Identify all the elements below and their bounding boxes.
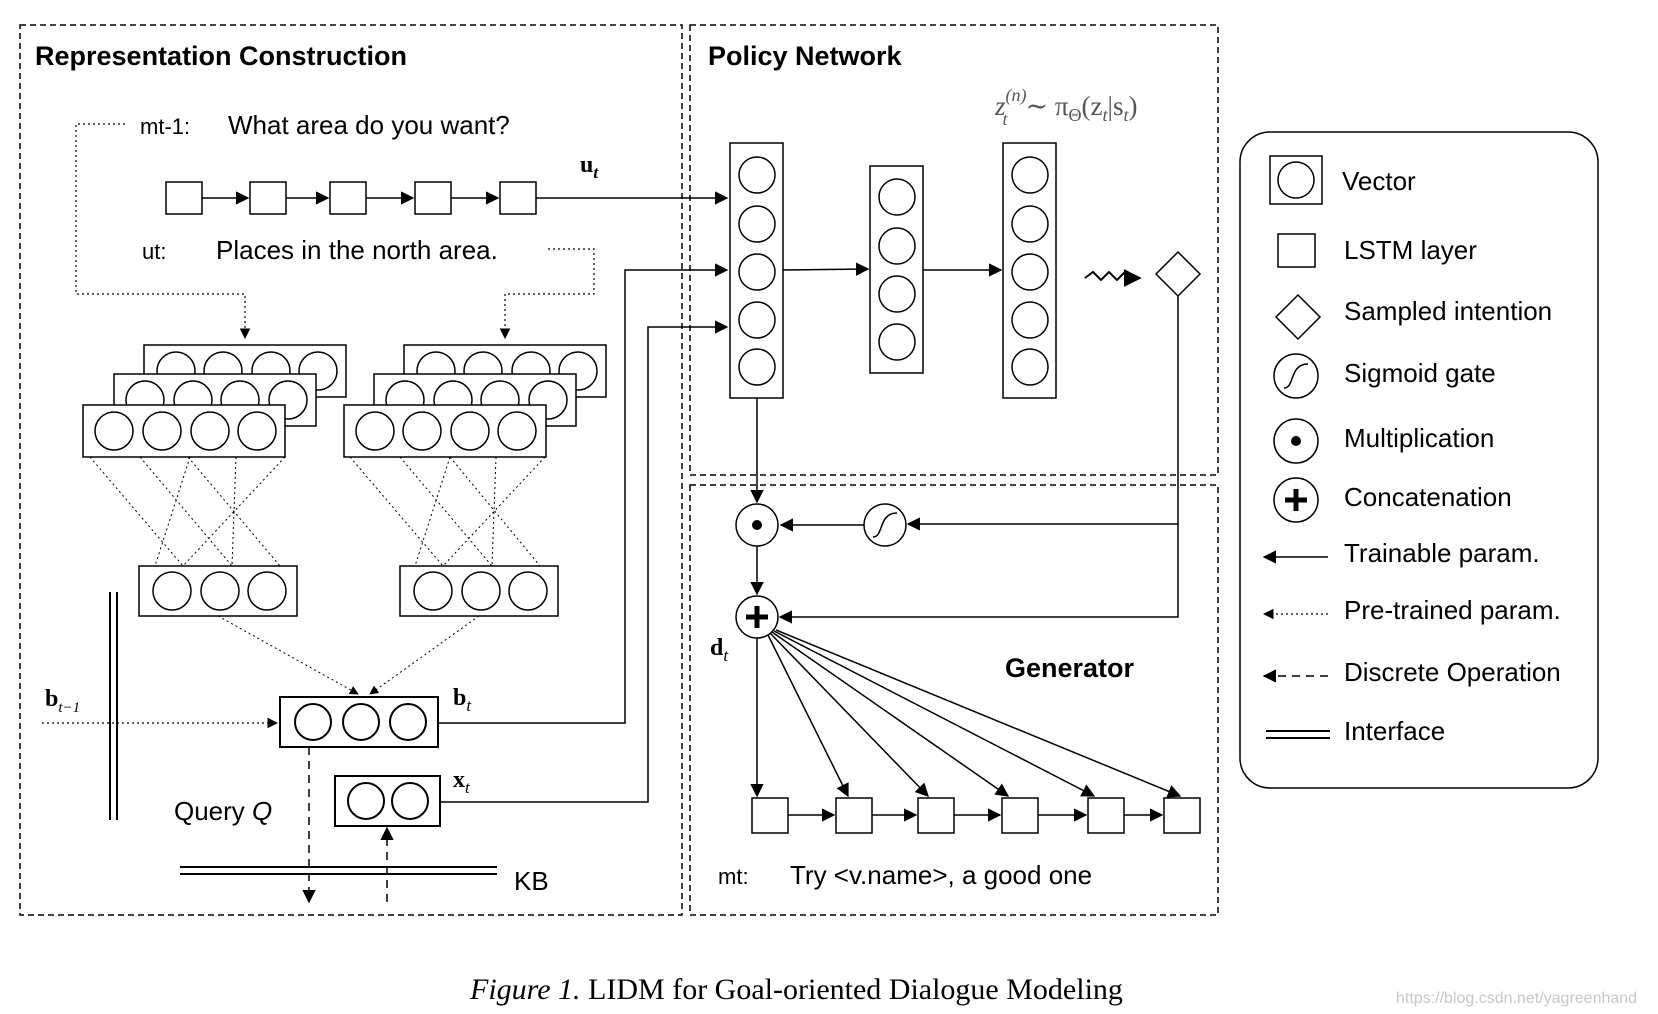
ut-text: Places in the north area. bbox=[216, 235, 498, 265]
left-to-bt-link bbox=[217, 615, 359, 695]
left-pooled-vector bbox=[138, 565, 298, 617]
legend-pretrained-label: Pre-trained param. bbox=[1344, 595, 1561, 625]
legend-multiplication-icon bbox=[1273, 418, 1319, 464]
bt-math-label: bt bbox=[453, 685, 472, 715]
legend-vector-label: Vector bbox=[1342, 166, 1416, 196]
concatenation-node bbox=[735, 595, 779, 639]
ut-prefix: ut: bbox=[142, 239, 166, 264]
generator-lstm-chain bbox=[751, 797, 1201, 834]
legend-interface-icon bbox=[1266, 730, 1330, 739]
legend-concatenation-label: Concatenation bbox=[1344, 482, 1512, 512]
pooling-connections bbox=[89, 456, 546, 567]
xt-math-label: xt bbox=[453, 767, 471, 797]
policy-title: Policy Network bbox=[708, 41, 903, 71]
kb-interface bbox=[180, 866, 497, 875]
mt-text: Try <v.name>, a good one bbox=[790, 860, 1092, 890]
representation-title: Representation Construction bbox=[35, 41, 407, 71]
multiplication-node bbox=[735, 503, 779, 547]
left-feature-maps bbox=[82, 344, 347, 458]
representation-panel bbox=[19, 24, 683, 916]
figure-caption: Figure 1. LIDM for Goal-oriented Dialogu… bbox=[469, 973, 1123, 1006]
legend-concatenation-icon bbox=[1273, 477, 1319, 523]
mt1-prefix: mt-1: bbox=[140, 114, 190, 139]
legend-sigmoid-gate-label: Sigmoid gate bbox=[1344, 358, 1496, 388]
right-pooled-vector bbox=[399, 565, 559, 617]
mt-prefix: mt: bbox=[718, 864, 749, 889]
sampling-squiggle-arrow bbox=[1084, 269, 1142, 287]
intention-to-concat bbox=[778, 524, 1179, 624]
right-to-bt-link bbox=[369, 615, 480, 695]
generator-title: Generator bbox=[1005, 653, 1135, 683]
sigmoid-gate-node bbox=[863, 503, 907, 547]
policy-input-layer bbox=[729, 142, 784, 399]
legend-vector-icon bbox=[1269, 155, 1323, 205]
legend-sigmoid-gate-icon bbox=[1273, 353, 1319, 399]
legend-trainable-label: Trainable param. bbox=[1344, 538, 1540, 568]
policy-output-layer bbox=[1002, 142, 1057, 399]
sampled-intention-node bbox=[1154, 250, 1202, 298]
dt-math-label: dt bbox=[710, 635, 729, 665]
mt1-text: What area do you want? bbox=[228, 110, 510, 140]
belief-tracker-interface bbox=[109, 592, 118, 820]
right-feature-maps bbox=[343, 344, 607, 458]
sampling-formula: z(n)t∼ πΘ(zt|st) bbox=[994, 85, 1137, 129]
bt-to-policy bbox=[438, 263, 729, 724]
legend-sampled-intention-icon bbox=[1274, 293, 1322, 341]
dt-fanout bbox=[750, 629, 1182, 798]
watermark: https://blog.csdn.net/yagreenhand bbox=[1396, 990, 1637, 1007]
kb-label: KB bbox=[514, 866, 549, 896]
belief-vector bbox=[279, 696, 439, 748]
policy-panel bbox=[689, 24, 1219, 476]
legend-lstm-icon bbox=[1277, 233, 1316, 268]
kb-result-vector bbox=[334, 775, 441, 827]
b-prev-label: bt−1 bbox=[45, 686, 80, 716]
legend-sampled-intention-label: Sampled intention bbox=[1344, 296, 1552, 326]
policy-hidden-layer bbox=[869, 165, 924, 374]
legend-lstm-label: LSTM layer bbox=[1344, 235, 1477, 265]
ut-dotted-link bbox=[499, 248, 595, 340]
legend-discrete-label: Discrete Operation bbox=[1344, 657, 1561, 687]
ut-math-label: ut bbox=[580, 152, 599, 182]
legend-interface-label: Interface bbox=[1344, 716, 1445, 746]
xt-to-policy bbox=[440, 320, 729, 803]
query-label: Query Q bbox=[174, 796, 272, 826]
legend-multiplication-label: Multiplication bbox=[1344, 423, 1494, 453]
mt1-dotted-link bbox=[75, 123, 251, 340]
legend-box bbox=[1239, 131, 1599, 789]
generator-panel bbox=[689, 484, 1219, 916]
